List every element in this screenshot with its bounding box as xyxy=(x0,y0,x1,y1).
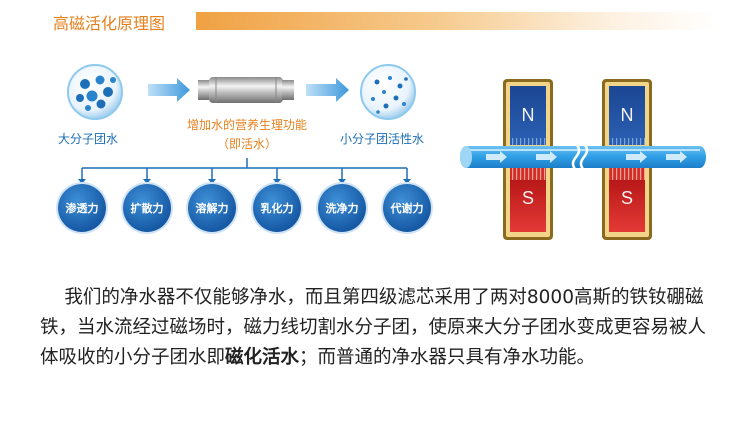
pole-s-left: S xyxy=(522,188,534,208)
pole-n-right: N xyxy=(621,105,634,125)
effects-connector xyxy=(81,158,408,180)
effect-dissolution: 溶解力 xyxy=(188,184,236,232)
effect-emulsification: 乳化力 xyxy=(253,184,301,232)
description-paragraph: 我们的净水器不仅能够净水，而且第四级滤芯采用了两对8000高斯的铁钕硼磁铁，当水… xyxy=(40,283,720,373)
large-molecule-label: 大分子团水 xyxy=(58,132,119,146)
arrow-to-small-ball xyxy=(306,78,349,102)
water-pipe xyxy=(460,143,706,171)
page-title: 高磁活化原理图 xyxy=(53,14,166,33)
effect-cleansing: 洗净力 xyxy=(318,184,366,232)
pole-n-left: N xyxy=(522,105,535,125)
effect-diffusion: 扩散力 xyxy=(123,184,171,232)
large-molecule-ball xyxy=(67,64,123,120)
pole-s-right: S xyxy=(621,188,633,208)
effect-metabolism: 代谢力 xyxy=(383,184,431,232)
middle-caption-line1: 增加水的营养生理功能 xyxy=(186,118,307,132)
description-text-part1: 我们的净水器不仅能够净水，而且第四级滤芯采用了两对8000高斯的铁钕硼磁铁，当水… xyxy=(40,287,707,368)
description-text-part2: ；而普通的净水器只具有净水功能。 xyxy=(299,347,596,368)
description-bold-term: 磁化活水 xyxy=(225,347,300,368)
small-molecule-ball xyxy=(360,64,416,120)
magnetizer-cylinder xyxy=(198,77,294,103)
middle-caption-line2: （即活水） xyxy=(216,137,277,151)
title-accent-bar xyxy=(196,12,716,30)
small-molecule-label: 小分子团活性水 xyxy=(340,132,425,146)
effect-penetration: 渗透力 xyxy=(58,184,106,232)
arrow-to-cylinder xyxy=(148,78,190,102)
